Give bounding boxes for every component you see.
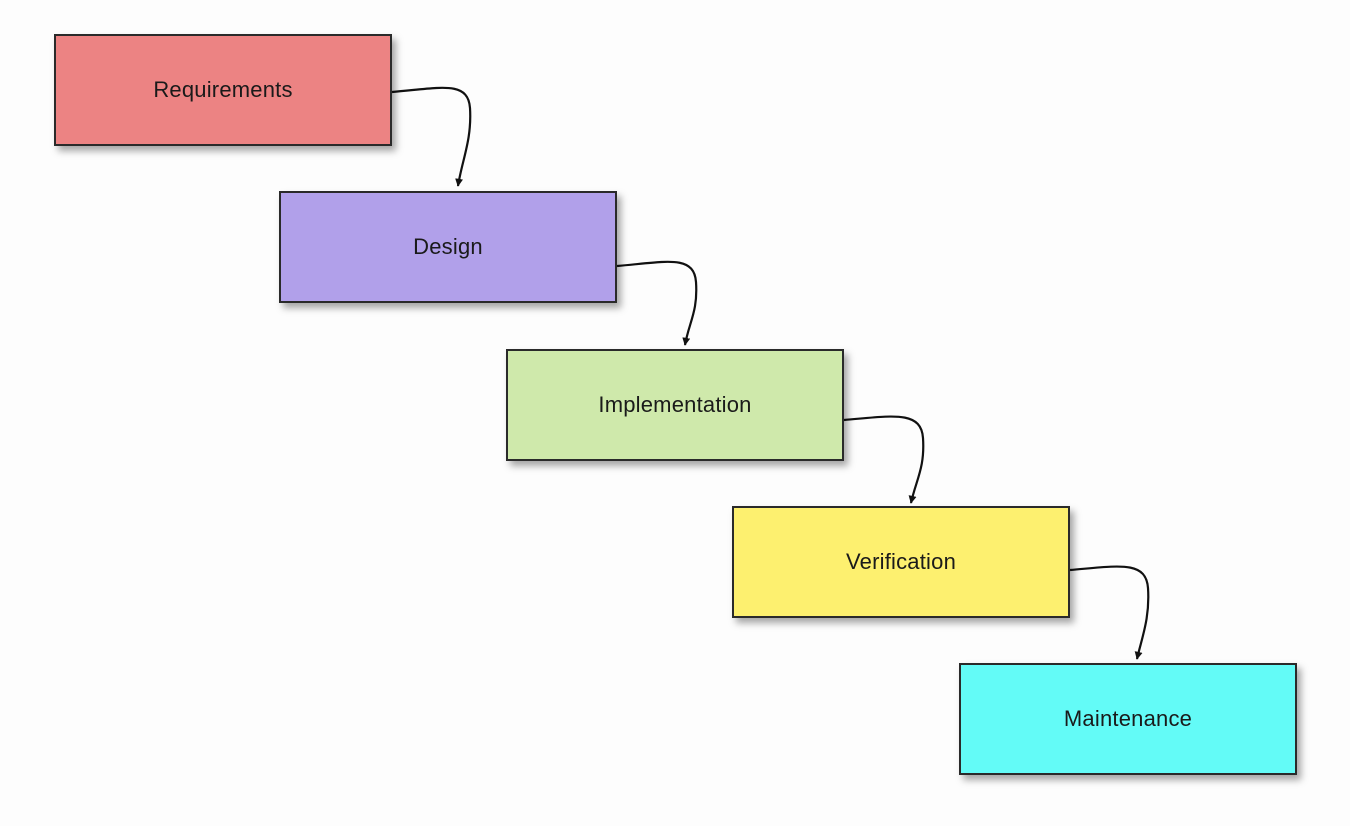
stage-label-design: Design [413, 234, 483, 259]
stage-label-verification: Verification [845, 549, 956, 574]
stage-label-maintenance: Maintenance [1063, 706, 1193, 731]
stage-requirements: Requirements [54, 34, 392, 146]
stage-verification: Verification [732, 506, 1070, 618]
stage-maintenance: Maintenance [959, 663, 1297, 775]
arrow-design-to-implementation [616, 260, 698, 346]
arrow-verification-to-maintenance [1069, 565, 1150, 660]
arrow-implementation-to-verification [843, 415, 925, 504]
stage-design: Design [279, 191, 617, 303]
stage-label-implementation: Implementation [598, 392, 752, 417]
stage-label-requirements: Requirements [153, 77, 293, 102]
stage-implementation: Implementation [506, 349, 844, 461]
arrow-requirements-to-design [391, 86, 472, 187]
